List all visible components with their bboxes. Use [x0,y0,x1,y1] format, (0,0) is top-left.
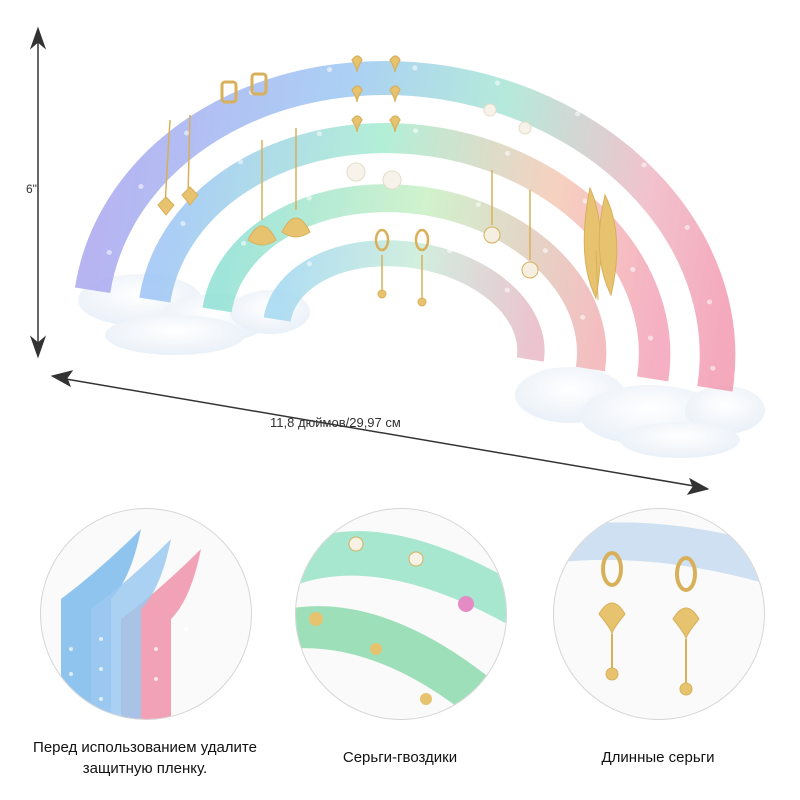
width-label: 11,8 дюймов/29,97 см [270,415,401,430]
caption-long-earrings: Длинные серьги [601,749,715,766]
caption-protective-film: Перед использованием удалите защитную пл… [33,739,257,777]
detail-stud-earrings [295,508,507,720]
width-arrow [50,370,710,495]
height-label: 6" [26,182,37,196]
hanging-earrings [157,55,618,307]
studs-closeup [296,531,506,719]
caption-stud-earrings: Серьги-гвоздики [342,749,458,766]
detail-protective-film [40,508,252,720]
cloud-base-right [515,367,765,458]
long-earrings-closeup [554,522,764,696]
rainbow-bands [74,61,736,392]
film-closeup [61,529,201,719]
detail-long-earrings [553,508,765,720]
height-arrow [29,26,47,359]
